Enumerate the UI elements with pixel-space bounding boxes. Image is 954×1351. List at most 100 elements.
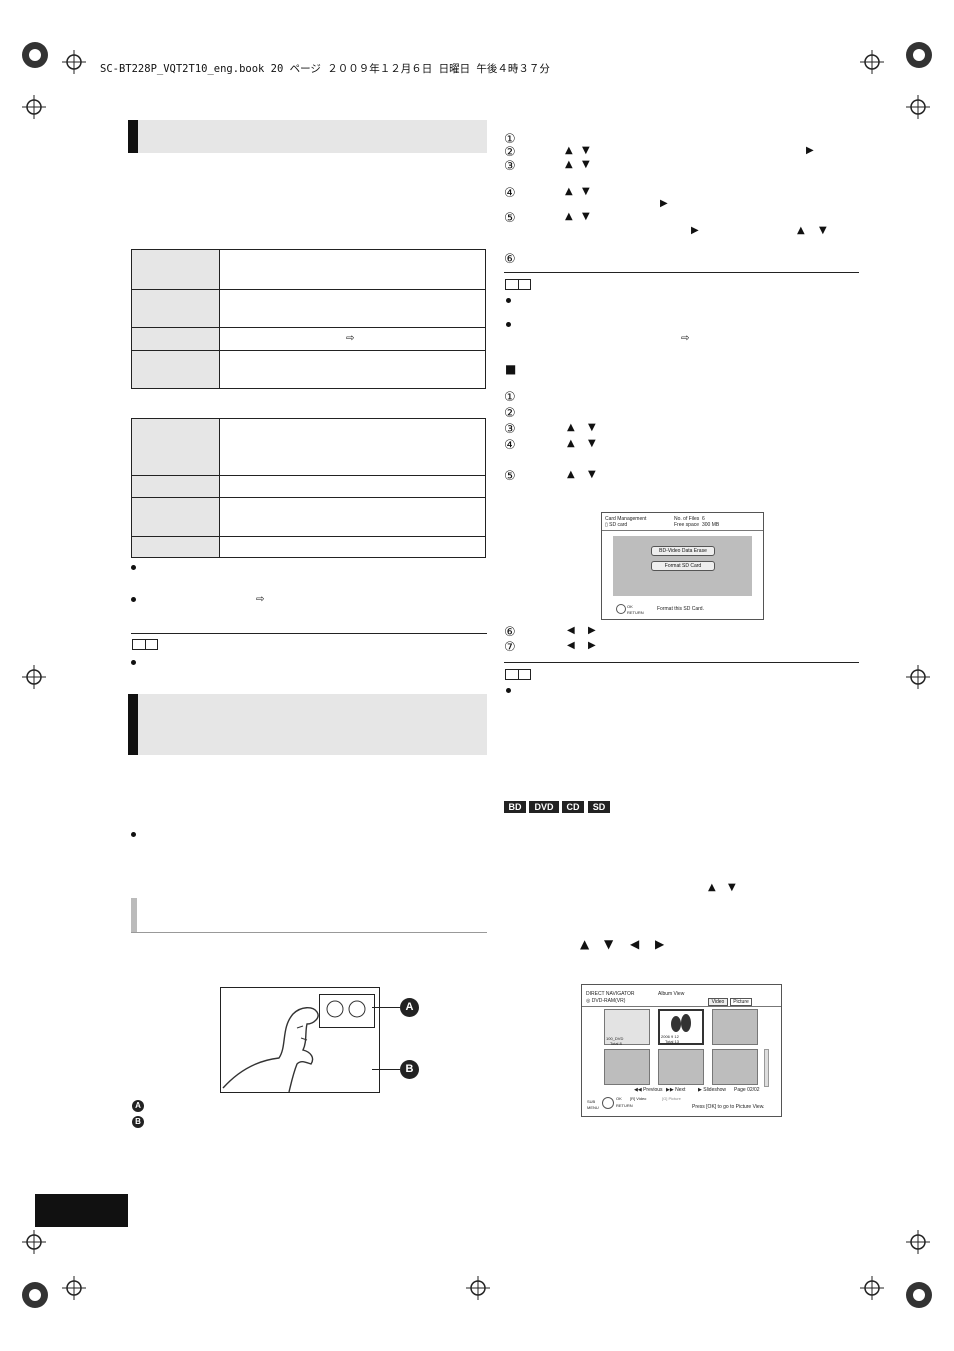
badge-dvd: DVD — [529, 801, 559, 813]
note-book-icon — [505, 279, 531, 290]
remote-cursor-icon — [602, 1097, 614, 1109]
marker-b-small: B — [132, 1116, 144, 1128]
up-arrow-icon: ▲ — [567, 422, 575, 433]
down-arrow-icon: ▼ — [588, 438, 596, 449]
up-arrow-icon: ▲ — [708, 882, 716, 893]
down-arrow-icon: ▼ — [604, 937, 614, 951]
book-header-line: SC-BT228P_VQT2T10_eng.book 20 ページ ２００９年１… — [100, 63, 550, 75]
settings-table-2 — [131, 418, 486, 558]
album-total: Total 13 — [665, 1039, 680, 1044]
up-arrow-icon: ▲ — [565, 186, 573, 197]
up-arrow-icon: ▲ — [565, 159, 573, 170]
crosshair-icon — [62, 1276, 86, 1300]
scrollbar[interactable] — [764, 1049, 769, 1087]
down-arrow-icon: ▼ — [582, 186, 590, 197]
key-picture: [G] Picture — [662, 1096, 681, 1101]
album-total: Total 8 — [610, 1041, 622, 1046]
album-thumbnail-selected[interactable]: 2006 9 12 Total 13 — [658, 1009, 704, 1045]
album-thumbnail[interactable] — [604, 1049, 650, 1085]
files-value: 6 — [702, 516, 705, 522]
left-arrow-icon: ◀ — [630, 937, 640, 951]
registration-mark-icon — [906, 1282, 932, 1308]
crosshair-icon — [62, 50, 86, 74]
screen-divider — [602, 530, 763, 531]
left-arrow-icon: ◀ — [567, 625, 575, 636]
page-indicator: Page 02/02 — [734, 1087, 760, 1093]
remote-cursor-icon — [616, 604, 626, 614]
nav-previous[interactable]: ◀◀ Previous — [634, 1087, 663, 1093]
callout-line — [372, 1007, 400, 1008]
left-arrow-icon: ◀ — [567, 640, 575, 651]
bd-video-data-erase-button[interactable]: BD-Video Data Erase — [651, 546, 715, 556]
screen-title: DIRECT NAVIGATOR — [586, 991, 635, 997]
callout-line — [372, 1069, 400, 1070]
square-heading-icon: ■ — [505, 362, 517, 376]
bullet — [506, 298, 511, 303]
down-arrow-icon: ▼ — [728, 882, 736, 893]
hint-return: RETURN — [627, 610, 644, 615]
bullet — [131, 832, 136, 837]
tab-picture[interactable]: Picture — [730, 998, 752, 1006]
key-picture-label: Picture — [668, 1096, 681, 1101]
album-thumbnail[interactable]: 100_DVD Total 8 — [604, 1009, 650, 1046]
nav-previous-label: Previous — [643, 1087, 663, 1093]
hint-ok: OK — [616, 1096, 622, 1101]
divider — [131, 633, 487, 634]
down-arrow-icon: ▼ — [588, 469, 596, 480]
down-arrow-icon: ▼ — [582, 211, 590, 222]
sd-card-label: ▯ SD card — [605, 522, 628, 528]
up-arrow-icon: ▲ — [565, 211, 573, 222]
reference-arrow-icon: ⇨ — [256, 594, 265, 605]
step-number: ⑤ — [504, 469, 516, 484]
badge-cd: CD — [562, 801, 584, 813]
settings-table-1: ⇨ — [131, 249, 486, 389]
card-management-screen: Card Management ▯ SD card No. of Files 6… — [601, 512, 764, 620]
format-sd-card-button[interactable]: Format SD Card — [651, 561, 715, 571]
pip-subwindow — [319, 994, 375, 1028]
album-thumbnail[interactable] — [658, 1049, 704, 1085]
section-banner-2 — [128, 694, 487, 755]
down-arrow-icon: ▼ — [582, 159, 590, 170]
nav-slideshow[interactable]: ▶ Slideshow — [698, 1087, 727, 1093]
registration-mark-icon — [906, 42, 932, 68]
badge-sd: SD — [588, 801, 610, 813]
step-number: ① — [504, 390, 516, 405]
crosshair-icon — [22, 95, 46, 119]
crosshair-icon — [860, 1276, 884, 1300]
table-row — [132, 350, 485, 388]
album-name: 100_DVD — [606, 1036, 624, 1041]
screen-message: Press [OK] to go to Picture View. — [692, 1104, 765, 1110]
right-arrow-icon: ▶ — [660, 198, 668, 209]
album-thumbnail[interactable] — [712, 1049, 758, 1085]
files-label: No. of Files — [674, 516, 700, 522]
nav-next[interactable]: ▶▶ Next — [666, 1087, 686, 1093]
album-thumbnail[interactable] — [712, 1009, 758, 1045]
key-video-label: Video — [636, 1096, 647, 1101]
right-arrow-icon: ▶ — [588, 625, 596, 636]
nav-next-label: Next — [675, 1087, 686, 1093]
step-number: ① — [504, 132, 516, 147]
table-row — [132, 419, 485, 475]
crosshair-icon — [906, 665, 930, 689]
screen-divider — [582, 1006, 781, 1007]
step-number: ⑦ — [504, 640, 516, 655]
screen-message: Format this SD Card. — [657, 606, 704, 612]
tab-video[interactable]: Video — [708, 998, 728, 1006]
section-banner-1 — [128, 120, 487, 153]
device-label: SD card — [609, 522, 628, 528]
step-number: ⑥ — [504, 252, 516, 267]
note-book-icon — [132, 639, 158, 650]
menu-panel: BD-Video Data Erase Format SD Card — [613, 536, 752, 596]
crosshair-icon — [860, 50, 884, 74]
step-number: ③ — [504, 422, 516, 437]
sub-menu-label: SUB MENU — [587, 1099, 599, 1110]
up-arrow-icon: ▲ — [565, 145, 573, 156]
album-date: 2006 9 12 — [661, 1034, 679, 1039]
free-space-label: Free space — [674, 522, 700, 528]
step-number: ⑥ — [504, 625, 516, 640]
album-view-label: Album View — [658, 991, 685, 997]
right-arrow-icon: ▶ — [691, 225, 699, 236]
device-label: ◎ DVD-RAM(VR) — [586, 998, 626, 1004]
marker-a-small: A — [132, 1100, 144, 1112]
table-row: ⇨ — [132, 327, 485, 350]
